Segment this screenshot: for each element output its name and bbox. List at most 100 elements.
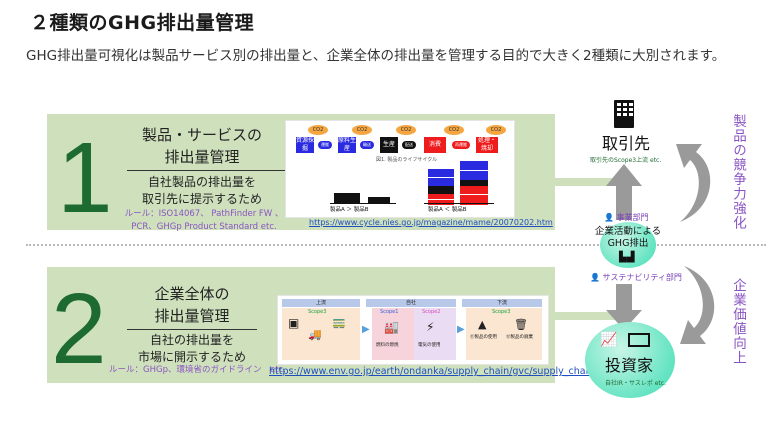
lifecycle-step: 資源採掘 bbox=[296, 137, 315, 153]
arrow-down-icon bbox=[606, 284, 642, 330]
axis-line bbox=[424, 203, 494, 204]
item-label: 燃料の燃焼 bbox=[376, 343, 399, 348]
lifecycle-step: 消費 bbox=[424, 137, 446, 153]
arrow-right-icon: ▶ bbox=[362, 324, 370, 335]
section-description: 自社製品の排出量を 取引先に提示するため bbox=[127, 174, 277, 208]
transport-step: 再運搬 bbox=[452, 141, 470, 149]
title-line: 製品・サービスの bbox=[141, 126, 262, 144]
desc-line: 市場に開示するため bbox=[137, 350, 246, 364]
stage-header: 下流 bbox=[462, 299, 542, 307]
transport-step: 配送 bbox=[402, 141, 416, 149]
axis-line bbox=[330, 203, 396, 204]
source-link[interactable]: https://www.env.go.jp/earth/ondanka/supp… bbox=[269, 366, 619, 377]
title-line: 排出量管理 bbox=[164, 148, 240, 166]
stage-header: 自社 bbox=[366, 299, 456, 307]
section-divider bbox=[26, 244, 766, 246]
downstream-area: Scope3 ▲ 🗑 ⑪製品の使用 ⑫製品の廃棄 bbox=[466, 308, 542, 360]
connector-line-2 bbox=[555, 312, 623, 320]
box-icon: ▣ bbox=[288, 316, 300, 330]
center-line: 企業活動による bbox=[594, 226, 662, 237]
arrow-right-icon: ▶ bbox=[457, 324, 465, 335]
page-title: ２種類のGHG排出量管理 bbox=[30, 12, 255, 34]
client-sub: 取引先のScope3上流 etc. bbox=[590, 157, 662, 164]
lifecycle-step: 原料生産 bbox=[338, 137, 357, 153]
title-divider bbox=[127, 329, 257, 330]
ghg-circle bbox=[600, 222, 656, 268]
stacked-bar-b bbox=[460, 161, 488, 205]
desc-line: 自社の排出量を bbox=[149, 333, 234, 347]
upstream-area: Scope3 ▣ 🚃 🚚 bbox=[282, 308, 360, 360]
scope-label: Scope2 bbox=[422, 309, 441, 315]
source-link[interactable]: https://www.cycle.nies.go.jp/magazine/ma… bbox=[309, 218, 553, 227]
co2-bubble: CO2 bbox=[308, 125, 328, 135]
dept-top: 👤 事業部門 bbox=[604, 212, 649, 223]
scope-label: Scope1 bbox=[380, 309, 399, 315]
bar-product-b bbox=[368, 197, 390, 203]
scope-label: Scope3 bbox=[308, 309, 327, 315]
scope1-area: Scope1 🏭 燃料の燃焼 bbox=[372, 308, 414, 360]
curved-arrow-up-icon bbox=[676, 144, 711, 222]
bar-product-a bbox=[334, 193, 360, 203]
factory-icon: ▙▟ bbox=[619, 252, 635, 263]
dept-bottom: 👤 サステナビリティ部門 bbox=[590, 272, 682, 283]
rule-line: PCR、GHGp Product Standard etc. bbox=[131, 222, 277, 232]
train-icon: 🚃 bbox=[332, 316, 346, 329]
section-title: 製品・サービスの 排出量管理 bbox=[127, 124, 277, 168]
section-description: 自社の排出量を 市場に開示するため bbox=[127, 332, 257, 366]
connector-line-1 bbox=[555, 178, 623, 186]
center-line: GHG排出 bbox=[607, 238, 649, 249]
supply-chain-figure: 上流 自社 下流 Scope3 ▣ 🚃 🚚 ▶ Scope1 🏭 燃料の燃焼 S… bbox=[277, 295, 549, 365]
item-label: ⑫製品の廃棄 bbox=[506, 335, 533, 340]
page-subtitle: GHG排出量可視化は製品サービス別の排出量と、企業全体の排出量を管理する目的で大… bbox=[26, 48, 726, 64]
co2-bubble: CO2 bbox=[352, 125, 372, 135]
factory-icon: 🏭 bbox=[384, 320, 399, 334]
truck-icon: 🚚 bbox=[308, 328, 322, 341]
stage-header: 上流 bbox=[282, 299, 360, 307]
person-icon: 👤 bbox=[604, 213, 614, 222]
scope2-area: Scope2 ⚡ 電気の使用 bbox=[414, 308, 456, 360]
investor-sub: 自社IR・サスレポ etc. bbox=[605, 380, 666, 387]
transport-step: 輸送 bbox=[360, 141, 374, 149]
compare-label: 製品A ＞ 製品B bbox=[330, 207, 369, 213]
dept-label: サステナビリティ部門 bbox=[602, 273, 682, 282]
co2-bubble: CO2 bbox=[396, 125, 416, 135]
building-icon bbox=[614, 100, 634, 128]
stacked-bar-a bbox=[428, 169, 454, 205]
section-title: 企業全体の 排出量管理 bbox=[127, 283, 257, 327]
lifecycle-step: 生産 bbox=[380, 137, 398, 153]
trash-icon: 🗑 bbox=[514, 318, 528, 331]
lifecycle-figure: CO2 CO2 CO2 CO2 CO2 資源採掘 運搬 原料生産 輸送 生産 配… bbox=[285, 120, 515, 218]
client-label: 取引先 bbox=[602, 134, 651, 153]
item-label: ⑪製品の使用 bbox=[470, 335, 497, 340]
item-label: 電気の使用 bbox=[418, 343, 441, 348]
desc-line: 取引先に提示するため bbox=[141, 192, 262, 206]
title-line: 企業全体の bbox=[154, 285, 230, 303]
title-divider bbox=[127, 170, 287, 171]
rule-text: ルール：ISO14067、 PathFinder FW 、 PCR、GHGp P… bbox=[109, 208, 299, 234]
figure-caption: 図1. 製品のライフサイクル bbox=[376, 157, 438, 163]
rule-line: ルール：ISO14067、 PathFinder FW 、 bbox=[124, 209, 284, 219]
rule-text: ルール：GHGp、環境省のガイドライン etc. bbox=[109, 365, 286, 375]
lamp-icon: ▲ bbox=[478, 318, 487, 331]
title-line: 排出量管理 bbox=[154, 307, 230, 325]
investor-label: 投資家 bbox=[605, 356, 654, 375]
co2-bubble: CO2 bbox=[486, 125, 506, 135]
arrow-up-icon bbox=[606, 164, 642, 220]
desc-line: 自社製品の排出量を bbox=[147, 175, 256, 189]
dept-label: 事業部門 bbox=[616, 213, 649, 222]
scope-label: Scope3 bbox=[492, 309, 511, 315]
chart-trend-icon: 📈 bbox=[600, 332, 618, 348]
person-icon: 👤 bbox=[590, 273, 600, 282]
curved-arrow-down-icon bbox=[680, 266, 715, 344]
compare-label: 製品A ＜ 製品B bbox=[428, 207, 467, 213]
document-icon bbox=[628, 333, 650, 347]
ghg-center-text: 企業活動による GHG排出 bbox=[586, 226, 670, 250]
transport-step: 運搬 bbox=[318, 141, 332, 149]
side-label-bottom: 企業価値向上 bbox=[730, 278, 746, 365]
section-2-panel: 2 企業全体の 排出量管理 自社の排出量を 市場に開示するため ルール：GHGp… bbox=[47, 267, 619, 385]
section-number: 1 bbox=[57, 122, 113, 234]
co2-bubble: CO2 bbox=[444, 125, 464, 135]
side-label-top: 製品の競争力強化 bbox=[730, 114, 746, 230]
electricity-icon: ⚡ bbox=[426, 320, 435, 334]
section-number: 2 bbox=[51, 273, 107, 385]
